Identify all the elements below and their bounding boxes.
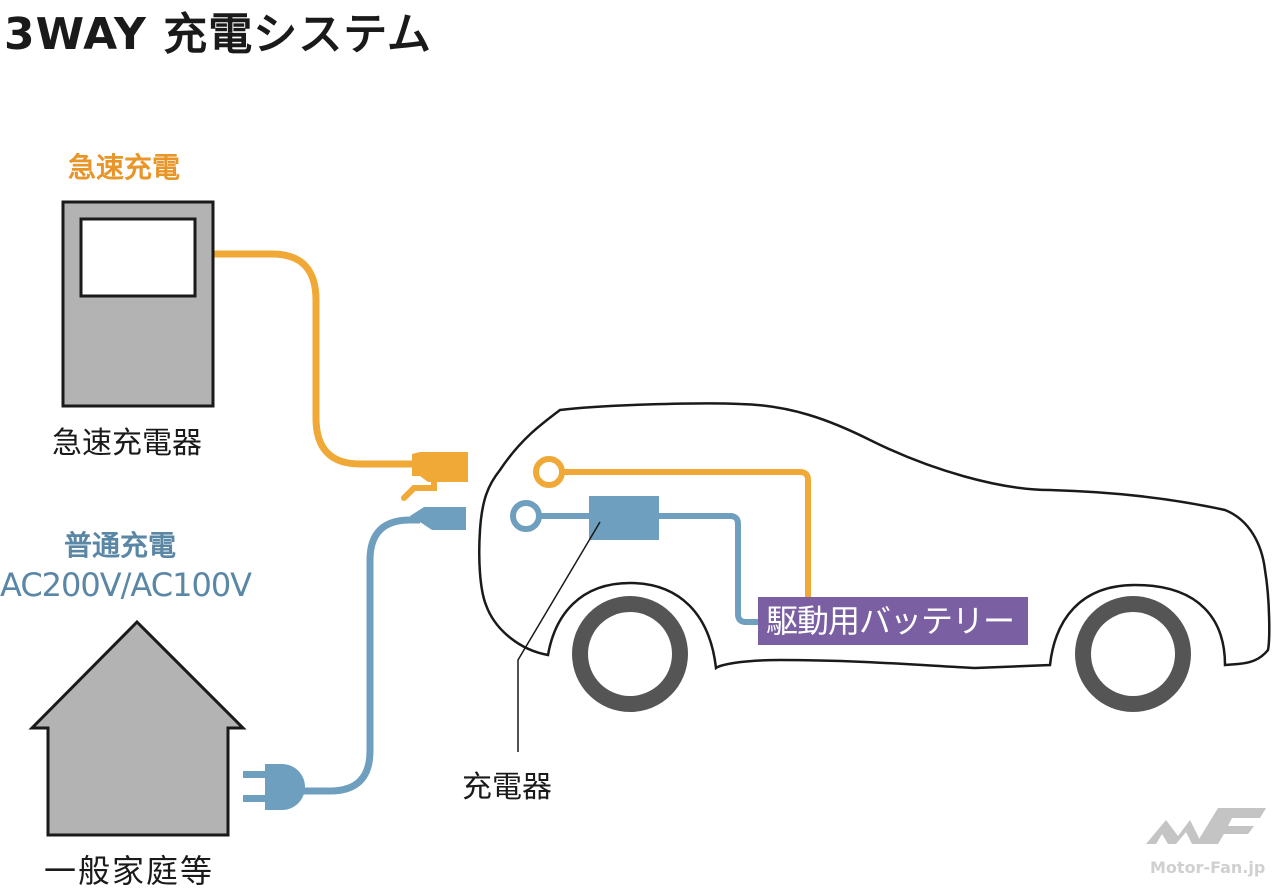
fast-charging-station-icon (61, 200, 215, 408)
fast-charging-label: 急速充電 (68, 151, 181, 184)
normal-charge-connector-icon (410, 507, 466, 530)
home-label: 一般家庭等 (44, 852, 215, 890)
motor-fan-logo-icon (1146, 808, 1266, 844)
fast-charge-connector-icon (401, 452, 468, 501)
normal-charge-cable (302, 516, 420, 795)
normal-charge-inlet-icon (510, 500, 542, 532)
onboard-charger-label: 充電器 (462, 770, 552, 805)
watermark-text: Motor-Fan.jp (1150, 858, 1266, 877)
page-title: 3WAY 充電システム (4, 9, 432, 60)
rear-wheel-icon (1075, 596, 1191, 712)
voltage-label: AC200V/AC100V (0, 566, 252, 604)
fast-charger-label: 急速充電器 (52, 426, 202, 461)
front-wheel-icon (572, 596, 688, 712)
charger-leader-line (517, 521, 601, 752)
fast-charge-wire (562, 469, 811, 598)
onboard-charger-icon (589, 496, 659, 540)
drive-battery: 駆動用バッテリー (758, 597, 1028, 645)
fast-charge-inlet-icon (533, 456, 565, 488)
fast-charge-cable (214, 250, 420, 468)
ac-plug-icon (243, 764, 305, 810)
house-icon (28, 619, 247, 837)
normal-charging-label: 普通充電 (64, 529, 177, 562)
normal-charge-wire-out (659, 513, 760, 625)
